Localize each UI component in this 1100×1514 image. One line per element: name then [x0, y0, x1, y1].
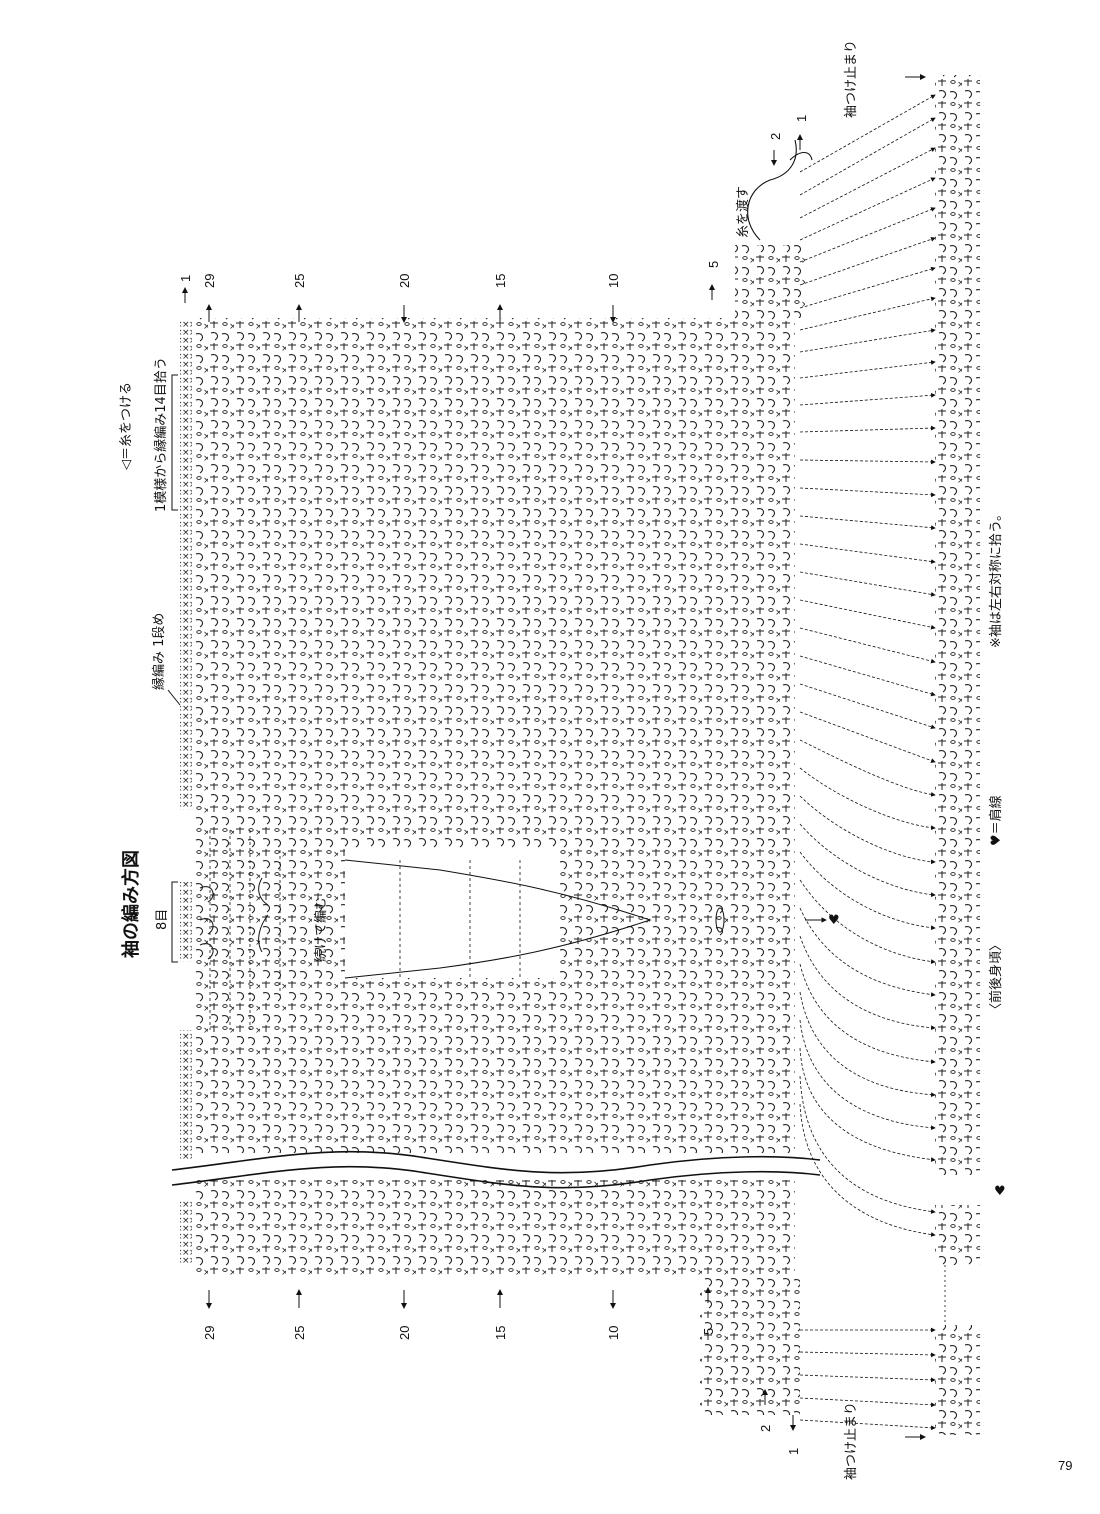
- row-num-bottom-29: 29: [202, 1326, 217, 1340]
- row-num-bottom-15: 15: [493, 1326, 508, 1340]
- note-label: ※袖は左右対称に拾う。: [989, 508, 1004, 648]
- front-back-label: 〈前後身頃〉: [988, 938, 1004, 1016]
- stitch-grid-upper: [195, 245, 805, 1153]
- row-num-top-5: 5: [706, 261, 721, 268]
- row-num-top-29: 29: [202, 274, 217, 288]
- row-num-bottom-2: 2: [758, 1425, 773, 1432]
- row-num-top-10: 10: [606, 274, 621, 288]
- pass-yarn-label: 糸を渡す: [735, 186, 751, 238]
- sleeve-stop-top-label: 袖つけ止まり: [844, 40, 859, 118]
- row-num-bottom-5: 5: [701, 1328, 716, 1335]
- diagram-title: 袖の編み方図: [120, 850, 142, 958]
- row-num-top-1-left: 1: [178, 275, 193, 282]
- row-num-top-15: 15: [493, 274, 508, 288]
- body-panel-upper: [935, 75, 980, 1175]
- body-panel-lower: [935, 1205, 980, 1435]
- continue-label: 続けて編む: [313, 897, 329, 962]
- shoulder-label: ♥＝肩線: [988, 795, 1004, 846]
- edge-stitch-rows: [180, 320, 192, 1265]
- sleeve-stop-bottom-label: 袖つけ止まり: [844, 1402, 859, 1480]
- row-num-bottom-20: 20: [397, 1326, 412, 1340]
- border-row-pointer: [168, 690, 180, 705]
- row-num-top-25: 25: [292, 274, 307, 288]
- mark-legend-label: ◁＝糸をつける: [119, 382, 134, 470]
- row-numbers-top: 29 25 20 15 10 5 2 1 1: [178, 115, 809, 288]
- top-hook: [790, 153, 812, 161]
- border-row-label: 縁編み 1段め: [151, 613, 167, 690]
- pickup-bracket: [172, 375, 178, 510]
- eight-stitch-label: 8目: [155, 909, 170, 930]
- row-num-bottom-25: 25: [292, 1326, 307, 1340]
- row-num-top-20: 20: [397, 274, 412, 288]
- pickup-arrows-upper: [800, 95, 935, 1235]
- pass-yarn-curve: [748, 140, 797, 240]
- pickup-arrows-lower: [800, 1330, 935, 1428]
- row-num-bottom-10: 10: [606, 1326, 621, 1340]
- page-number: 79: [1058, 1458, 1072, 1473]
- heart-marker-bottom: ♥: [994, 1184, 1006, 1199]
- row-arrows-top: [185, 135, 800, 322]
- row-num-bottom-1: 1: [786, 1448, 801, 1455]
- stitch-grid-lower: [195, 1180, 800, 1415]
- row-num-top-2: 2: [768, 133, 783, 140]
- heart-marker-middle: ♥: [828, 913, 840, 928]
- pick-up-label: 1模様から縁編み14目拾う: [153, 357, 169, 512]
- row-num-top-1: 1: [794, 115, 809, 122]
